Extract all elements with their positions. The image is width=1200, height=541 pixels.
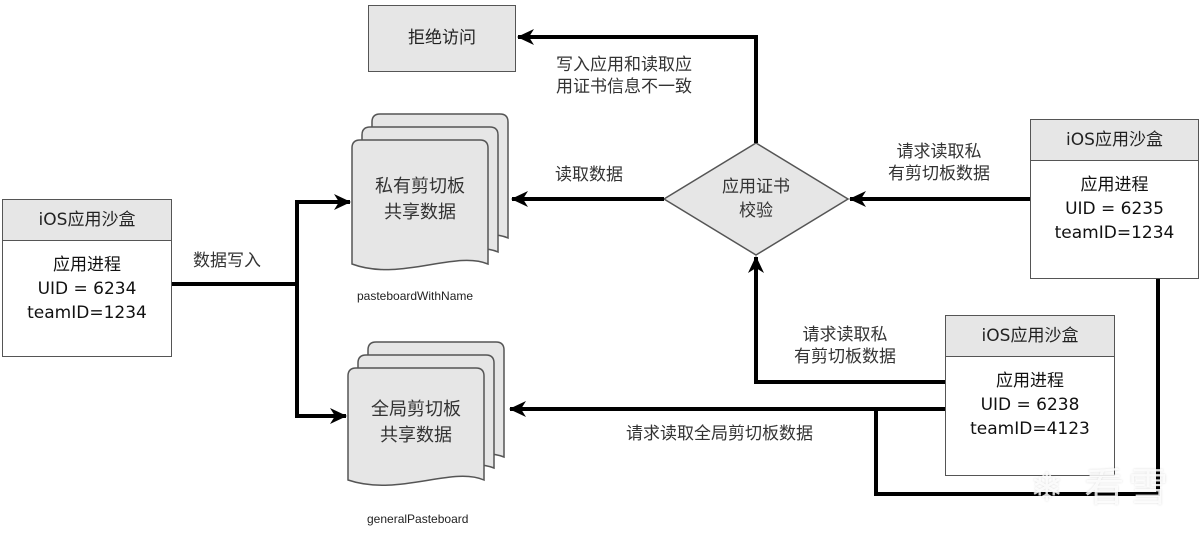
private-pasteboard-line1: 私有剪切板	[375, 176, 465, 197]
private-pasteboard-shape	[351, 113, 509, 271]
general-pasteboard-shape	[347, 341, 505, 486]
request-private-a-line1: 请求读取私	[896, 142, 982, 162]
sandbox-body: 应用进程 UID = 6235 teamID=1234	[1031, 161, 1198, 245]
writer-sandbox-box: iOS应用沙盒 应用进程 UID = 6234 teamID=1234	[2, 199, 172, 357]
edge-label-request-private-b: 请求读取私 有剪切板数据	[794, 324, 896, 368]
request-private-b-line1: 请求读取私	[802, 325, 888, 345]
edge-request-private-b	[748, 256, 948, 384]
cert-check-line2: 校验	[739, 201, 773, 221]
edge-request-general-from-6235	[874, 278, 1160, 496]
teamid-label: teamID=1234	[27, 303, 147, 323]
edge-label-mismatch: 写入应用和读取应 用证书信息不一致	[556, 54, 692, 98]
sandbox-body: 应用进程 UID = 6238 teamID=4123	[946, 357, 1114, 441]
teamid-label: teamID=1234	[1054, 223, 1175, 243]
reader-sandbox-a-box: iOS应用沙盒 应用进程 UID = 6235 teamID=1234	[1030, 119, 1199, 279]
access-denied-box: 拒绝访问	[368, 5, 516, 72]
general-pasteboard-caption: generalPasteboard	[367, 512, 469, 526]
sandbox-title: iOS应用沙盒	[946, 316, 1114, 357]
edge-label-request-private-a: 请求读取私 有剪切板数据	[888, 141, 990, 185]
access-denied-label: 拒绝访问	[408, 28, 476, 48]
edge-mismatch	[517, 29, 758, 143]
teamid-label: teamID=4123	[970, 419, 1090, 439]
edge-label-request-general: 请求读取全局剪切板数据	[626, 424, 813, 444]
cert-check-diamond	[662, 142, 850, 256]
sandbox-title: iOS应用沙盒	[3, 200, 171, 241]
request-private-b-line2: 有剪切板数据	[794, 347, 896, 367]
process-label: 应用进程	[1080, 175, 1149, 195]
mismatch-line1: 写入应用和读取应	[556, 55, 692, 75]
edge-write-data	[172, 194, 351, 424]
process-label: 应用进程	[53, 255, 121, 275]
edge-label-read-data: 读取数据	[555, 165, 623, 185]
general-pasteboard-line2: 共享数据	[380, 425, 452, 446]
request-private-a-line2: 有剪切板数据	[888, 164, 990, 184]
uid-label: UID = 6234	[37, 279, 137, 299]
uid-label: UID = 6235	[1065, 199, 1164, 219]
cert-check-line1: 应用证书	[722, 177, 790, 197]
general-pasteboard-line1: 全局剪切板	[371, 399, 461, 420]
watermark-logo: ❄ 看雪	[1030, 465, 1173, 511]
mismatch-line2: 用证书信息不一致	[556, 77, 692, 97]
sandbox-title: iOS应用沙盒	[1031, 120, 1198, 161]
process-label: 应用进程	[996, 371, 1064, 391]
cert-check-label: 应用证书 校验	[690, 175, 822, 223]
uid-label: UID = 6238	[980, 395, 1080, 415]
private-pasteboard-caption: pasteboardWithName	[357, 289, 474, 303]
general-pasteboard-label: 全局剪切板 共享数据	[348, 397, 484, 449]
private-pasteboard-label: 私有剪切板 共享数据	[352, 174, 488, 226]
edge-label-write-data: 数据写入	[193, 251, 261, 271]
sandbox-body: 应用进程 UID = 6234 teamID=1234	[3, 241, 171, 325]
private-pasteboard-line2: 共享数据	[384, 202, 456, 223]
reader-sandbox-b-box: iOS应用沙盒 应用进程 UID = 6238 teamID=4123	[945, 315, 1115, 476]
